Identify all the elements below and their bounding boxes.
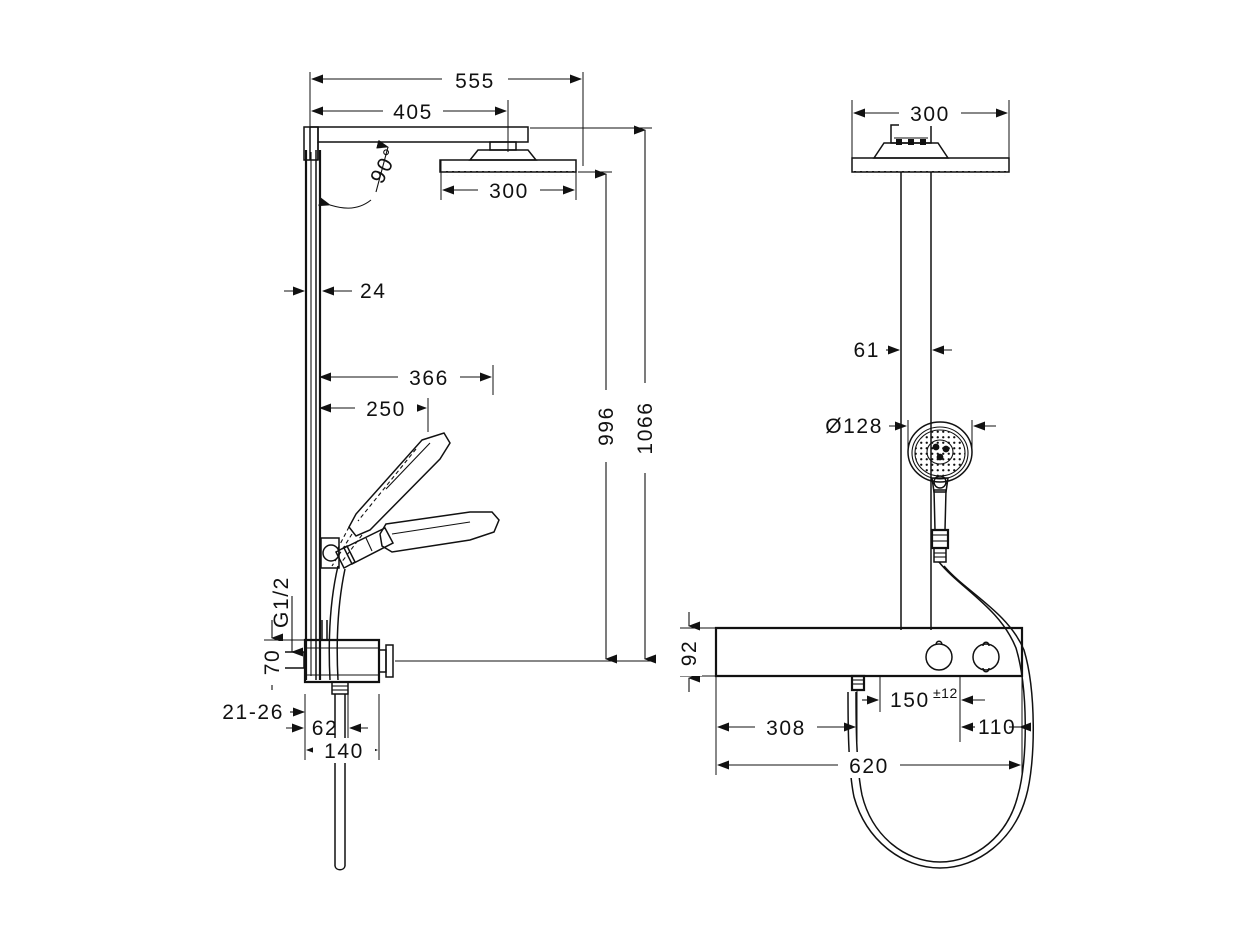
shower-hose-front [847,561,1035,869]
dim-label-150: 150 [890,689,930,712]
dim-24: 24 [284,280,387,303]
side-riser-and-arm [303,126,529,680]
control-knob-right[interactable] [972,641,1000,673]
dim-21-26: 21-26 [222,701,305,724]
dim-92: 92 [677,612,718,692]
dim-label-150-tolerance: ±12 [933,685,958,701]
dim-label-405: 405 [393,101,433,124]
dim-620: 620 [715,676,1023,778]
dim-dia-128: Ø128 [825,415,996,452]
dim-996: 996 [395,169,619,664]
dim-label-110: 110 [978,716,1016,739]
dim-405: 405 [309,99,509,152]
hand-shower-front [907,421,973,563]
dim-label-61: 61 [853,339,880,362]
dim-70: 70 [260,620,306,690]
dim-label-308: 308 [766,717,806,740]
side-view: 555 405 300 90° [222,66,658,871]
dim-label-620: 620 [849,755,889,778]
control-knob-left[interactable] [925,640,953,671]
riser-front [900,172,932,630]
dim-label-62: 62 [312,717,339,740]
dim-140: 140 [304,694,380,763]
dim-label-g12: G1/2 [270,576,293,628]
dim-label-92: 92 [678,640,701,667]
spray-face-nozzles-side [442,171,574,176]
dim-label-70: 70 [261,649,284,676]
dim-label-555: 555 [455,70,495,93]
dim-label-24: 24 [360,280,387,303]
dim-300-side: 300 [440,160,577,203]
hand-shower-side [328,432,500,681]
dim-1066: 1066 [395,125,658,664]
dim-g12: G1/2 [270,576,303,657]
front-view: 300 61 Ø128 92 [677,100,1035,869]
dim-label-250: 250 [366,398,406,421]
dim-308: 308 [715,676,858,742]
dim-label-366: 366 [409,367,449,390]
dim-label-dia-128: Ø128 [825,415,883,438]
dim-label-996: 996 [595,406,618,446]
dim-label-300-side: 300 [489,180,529,203]
dim-label-1066: 1066 [634,401,657,454]
dim-label-300-front: 300 [910,103,950,126]
dim-label-140: 140 [324,740,364,763]
dim-61: 61 [853,339,952,362]
dim-250: 250 [319,396,429,432]
dim-label-21-26: 21-26 [222,701,284,724]
dim-300-front: 300 [851,100,1010,160]
dim-366: 366 [319,365,494,395]
